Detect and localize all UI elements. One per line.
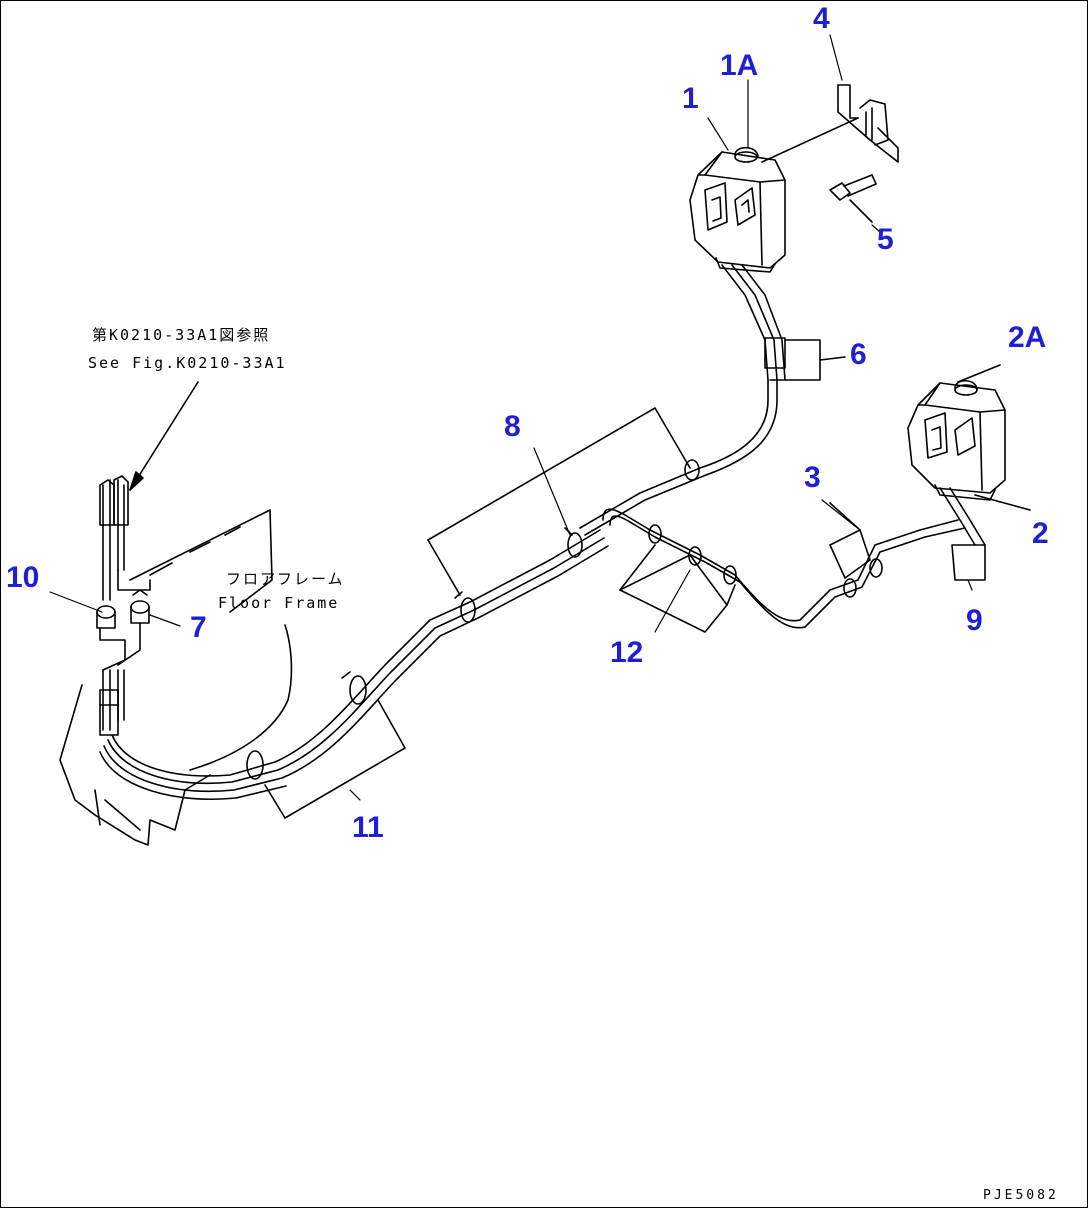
see-fig-note-en: See Fig.K0210-33A1 <box>88 354 287 372</box>
callout-4: 4 <box>813 2 830 35</box>
callout-10: 10 <box>6 561 40 594</box>
reference-arrow <box>129 381 199 491</box>
callout-9: 9 <box>966 604 983 637</box>
callout-6: 6 <box>850 338 867 371</box>
floor-frame-label-jp: フロアフレーム <box>226 570 345 588</box>
callout-7: 7 <box>190 611 207 644</box>
callout-2a: 2A <box>1008 321 1047 354</box>
callout-1a: 1A <box>720 49 759 82</box>
see-fig-note-jp: 第K0210-33A1図参照 <box>92 326 271 344</box>
washer-tank-1 <box>689 146 786 273</box>
callout-5: 5 <box>877 223 894 256</box>
callout-12: 12 <box>610 636 644 669</box>
callout-3: 3 <box>804 461 821 494</box>
leader-lines <box>49 34 973 801</box>
callout-8: 8 <box>504 410 521 443</box>
hose-bundle-11 <box>99 529 609 801</box>
callout-11: 11 <box>352 811 384 844</box>
callout-1: 1 <box>682 82 699 115</box>
hose-group-6 <box>579 264 846 536</box>
connectors-7-10 <box>96 475 151 736</box>
washer-tank-2 <box>907 364 1031 511</box>
floor-frame-label-en: Floor Frame <box>218 594 340 612</box>
floor-frame-outline <box>59 509 293 846</box>
bolt-5 <box>829 174 877 223</box>
drawing-code: PJE5082 <box>983 1188 1059 1203</box>
hose-branch-3 <box>602 487 986 629</box>
bracket-4 <box>761 84 899 163</box>
callout-2: 2 <box>1032 517 1049 550</box>
leader-boxes <box>264 407 871 819</box>
